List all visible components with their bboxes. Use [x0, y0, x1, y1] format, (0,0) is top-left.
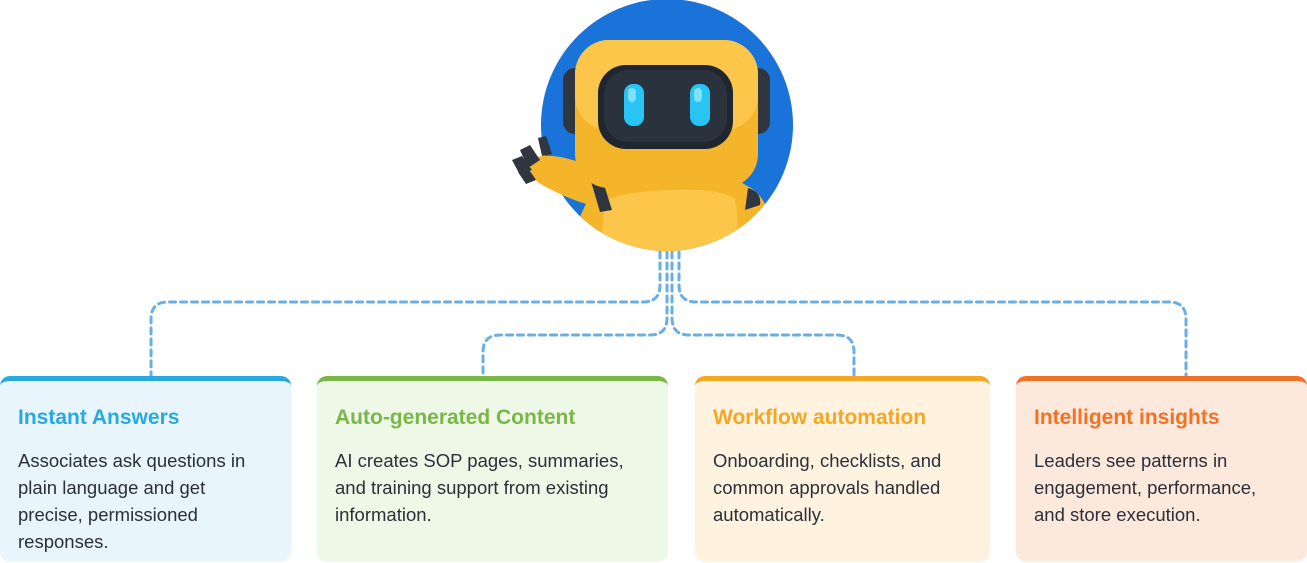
card-title: Intelligent insights — [1034, 406, 1220, 429]
card-intelligent-insights: Intelligent insights Leaders see pattern… — [1016, 376, 1307, 561]
card-title: Auto-generated Content — [335, 406, 576, 429]
card-description: Leaders see patterns in engagement, perf… — [1034, 450, 1257, 525]
connector-line-3 — [670, 250, 856, 378]
robot-mascot-icon — [512, 0, 793, 251]
card-title: Instant Answers — [18, 406, 180, 429]
connector-line-2 — [481, 250, 669, 378]
card-description: Onboarding, checklists, and common appro… — [713, 450, 942, 525]
card-instant-answers: Instant Answers Associates ask questions… — [0, 376, 291, 561]
card-auto-generated-content: Auto-generated Content AI creates SOP pa… — [317, 376, 668, 561]
card-description: Associates ask questions in plain langua… — [18, 450, 246, 552]
card-title: Workflow automation — [713, 406, 927, 429]
connector-lines — [149, 250, 1188, 378]
connector-line-1 — [149, 250, 662, 378]
card-workflow-automation: Workflow automation Onboarding, checklis… — [695, 376, 990, 561]
card-description: AI creates SOP pages, summaries, and tra… — [335, 450, 624, 525]
connector-line-4 — [677, 250, 1188, 378]
